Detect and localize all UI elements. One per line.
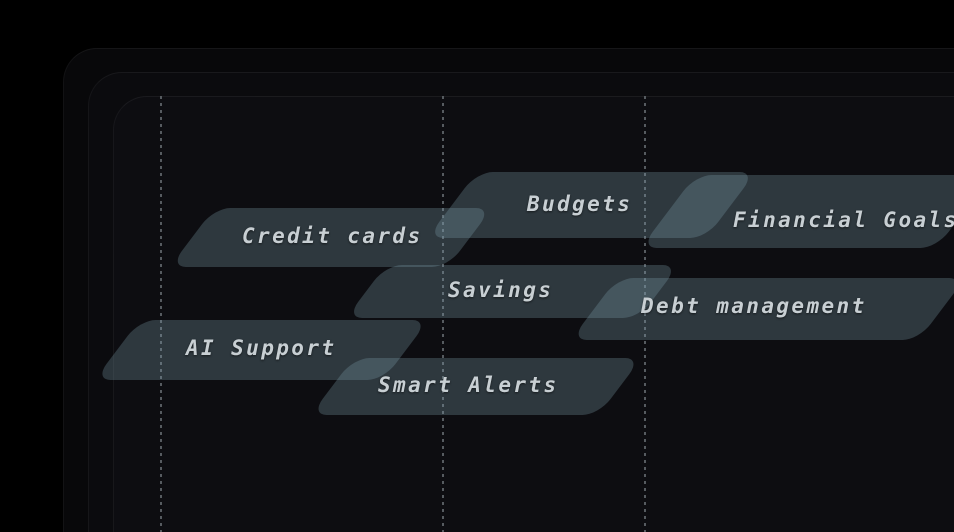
gridline-0 [160, 96, 162, 532]
card-layer-front [113, 96, 954, 532]
bar-smart-alerts[interactable] [310, 358, 642, 415]
gridline-2 [644, 96, 646, 532]
bar-financial-goals[interactable] [640, 175, 954, 248]
bar-credit-cards[interactable] [169, 208, 493, 267]
bar-debt-management[interactable] [570, 278, 954, 340]
gridline-1 [442, 96, 444, 532]
